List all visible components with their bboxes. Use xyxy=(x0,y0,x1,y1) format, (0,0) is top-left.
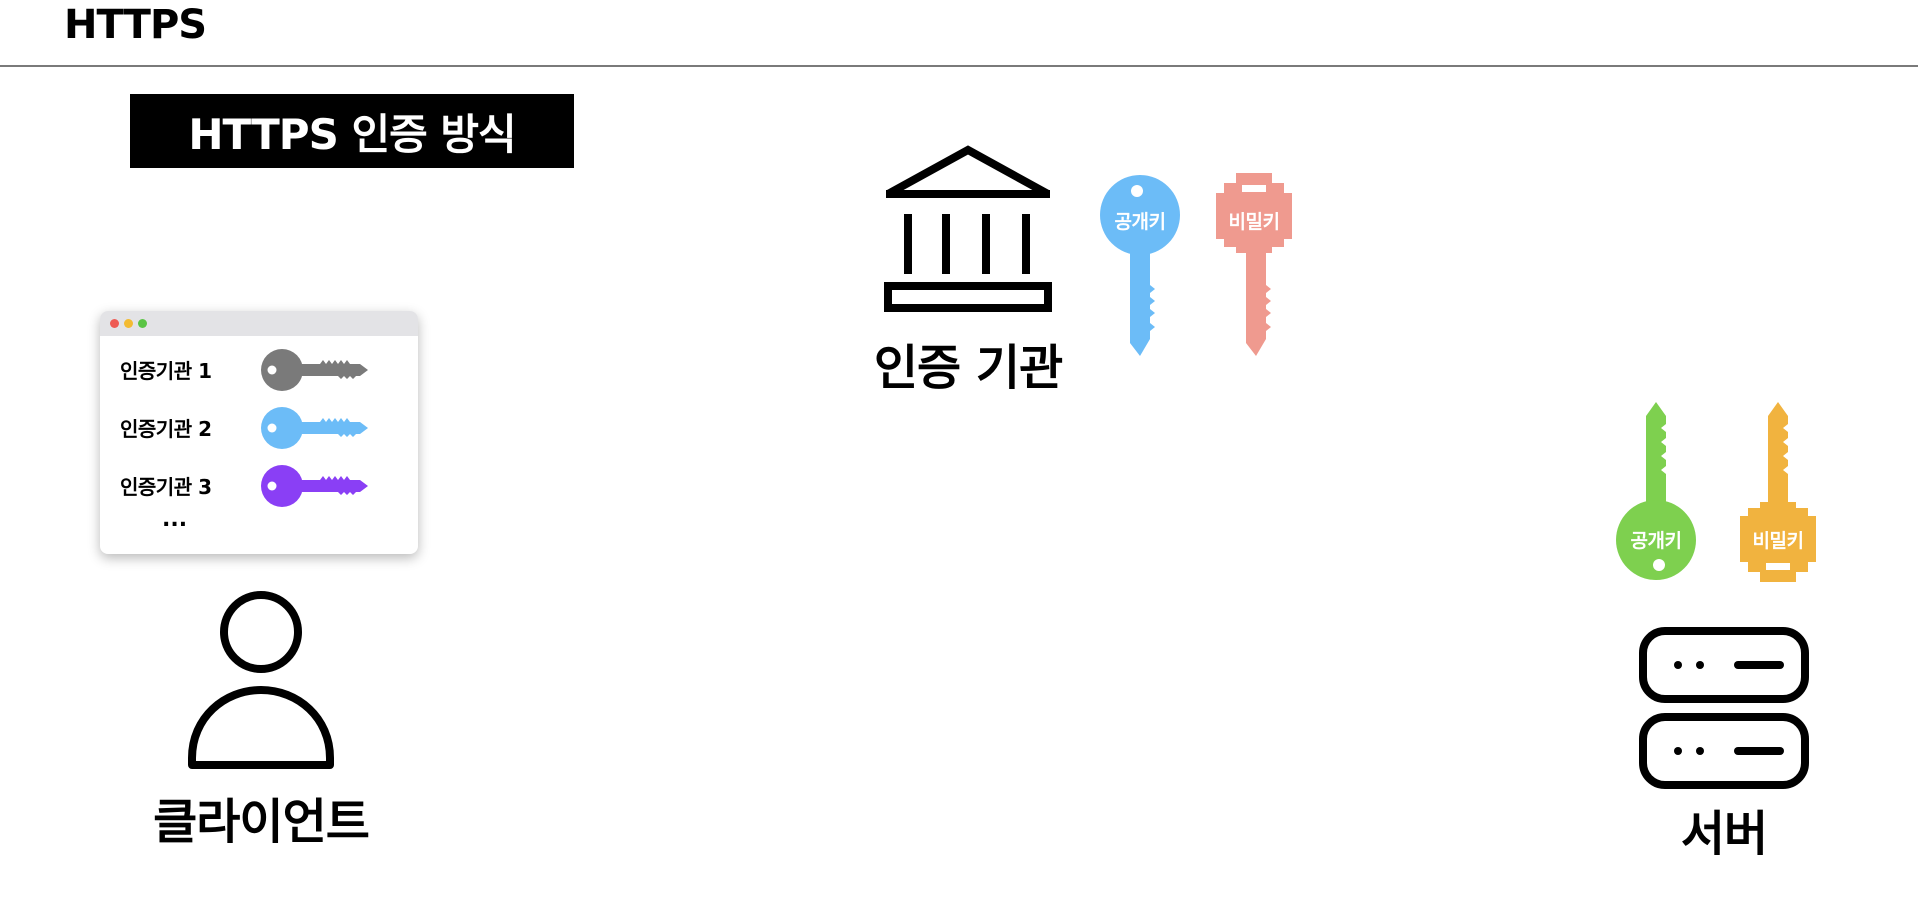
server-public-key-icon xyxy=(1616,402,1696,580)
ca-key-icon-2 xyxy=(261,407,368,449)
browser-titlebar xyxy=(100,311,418,336)
ca-label-1: 인증기관 1 xyxy=(120,359,212,383)
authority-label: 인증 기관 xyxy=(873,340,1063,396)
minimize-dot-icon xyxy=(124,319,133,328)
server-icon xyxy=(1639,627,1809,789)
title-divider xyxy=(0,65,1918,67)
authority-private-key-label: 비밀키 xyxy=(1228,211,1280,233)
authority-private-key-icon xyxy=(1216,173,1292,356)
server-public-key-label: 공개키 xyxy=(1630,530,1682,552)
user-icon xyxy=(188,591,334,769)
ca-label-3: 인증기관 3 xyxy=(120,475,212,499)
bank-icon xyxy=(884,145,1052,312)
section-badge: HTTPS 인증 방식 xyxy=(130,94,574,168)
authority-public-key-icon xyxy=(1100,175,1180,356)
ca-list-more: ... xyxy=(162,507,188,532)
ca-label-2: 인증기관 2 xyxy=(120,417,212,441)
authority-public-key-label: 공개키 xyxy=(1114,211,1166,233)
server-private-key-icon xyxy=(1740,402,1816,582)
close-dot-icon xyxy=(110,319,119,328)
browser-window: 인증기관 1 인증기관 2 인증기관 3 xyxy=(100,311,418,554)
ca-key-icon-3 xyxy=(261,465,368,507)
maximize-dot-icon xyxy=(138,319,147,328)
page-title: HTTPS xyxy=(64,2,207,48)
ca-key-icon-1 xyxy=(261,349,368,391)
server-private-key-label: 비밀키 xyxy=(1752,530,1804,552)
server-label: 서버 xyxy=(1680,806,1768,862)
client-label: 클라이언트 xyxy=(153,794,370,850)
